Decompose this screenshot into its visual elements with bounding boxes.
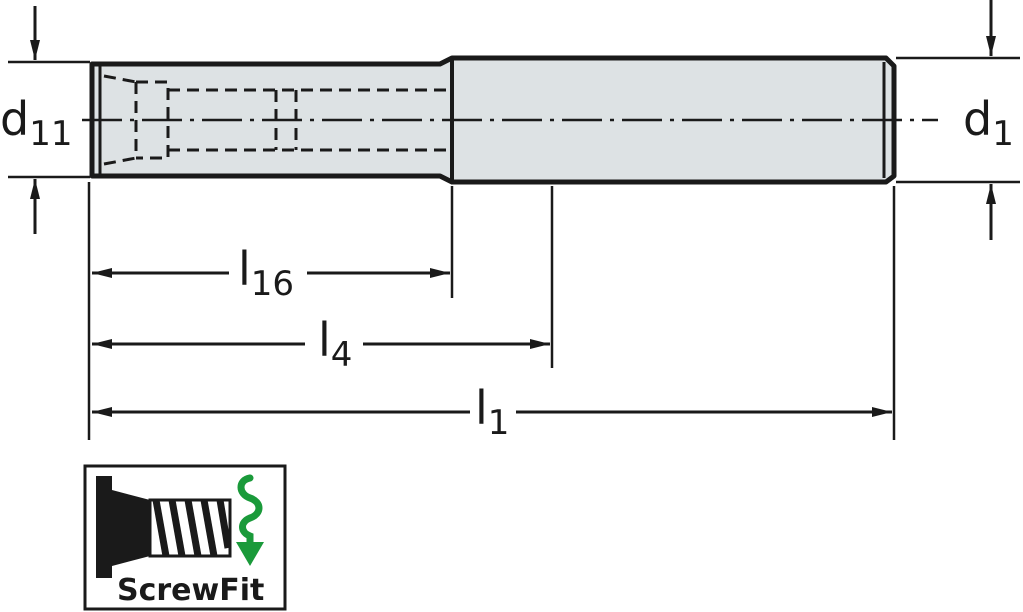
dimension-l1: l1 [92,381,892,443]
rotate-arrow-icon [236,474,264,566]
dimension-l16: l16 [92,242,450,304]
screwfit-logo-text: ScrewFit [117,573,264,608]
dimension-d1: d1 [963,0,1014,240]
l4-label: l4 [318,313,352,375]
screw-flange-icon [96,476,112,578]
extension-lines [8,56,1020,440]
dimension-l4: l4 [92,313,550,375]
screw-cone-icon [112,490,150,566]
hidden-bore [103,74,448,166]
screwfit-logo: ScrewFit [83,464,287,611]
screw-thread-icon [152,499,232,557]
l1-label: l1 [475,381,509,443]
d1-label: d1 [963,92,1014,154]
l16-label: l16 [238,242,294,304]
d11-label: d11 [0,92,72,154]
dimension-d11: d11 [0,6,72,234]
